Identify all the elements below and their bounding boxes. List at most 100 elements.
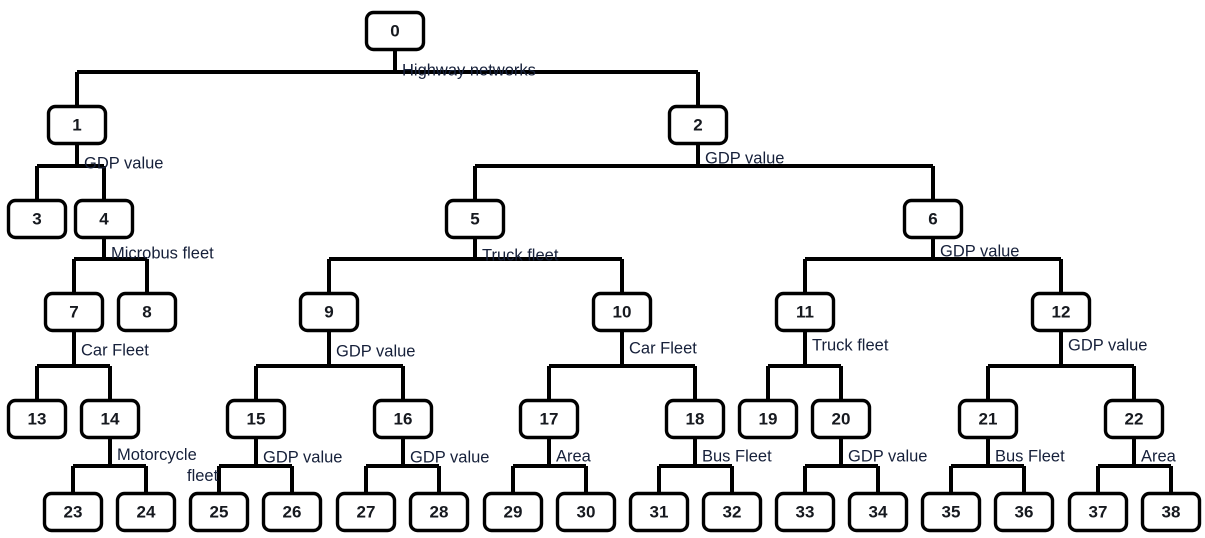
node-label-19: 19 xyxy=(759,409,778,428)
tree-node-32[interactable]: 32 xyxy=(701,491,763,533)
node-box xyxy=(46,104,108,146)
node-box xyxy=(298,291,360,333)
node-box xyxy=(73,198,135,240)
tree-node-4[interactable]: 4 xyxy=(73,198,135,240)
node-label-38: 38 xyxy=(1162,502,1181,521)
tree-node-29[interactable]: 29 xyxy=(482,491,544,533)
node-label-8: 8 xyxy=(142,302,151,321)
node-label-4: 4 xyxy=(99,209,109,228)
node-box xyxy=(372,398,434,440)
tree-node-19[interactable]: 19 xyxy=(737,398,799,440)
tree-node-2[interactable]: 2 xyxy=(667,104,729,146)
edge-group-11 xyxy=(766,330,843,401)
node-label-0: 0 xyxy=(390,21,399,40)
tree-node-14[interactable]: 14 xyxy=(79,398,141,440)
edge-group-5 xyxy=(327,237,624,294)
edge-group-12 xyxy=(986,330,1136,401)
node-label-33: 33 xyxy=(796,502,815,521)
tree-node-13[interactable]: 13 xyxy=(6,398,68,440)
node-label-30: 30 xyxy=(577,502,596,521)
node-label-29: 29 xyxy=(504,502,523,521)
node-box xyxy=(261,491,323,533)
tree-node-12[interactable]: 12 xyxy=(1030,291,1092,333)
tree-node-33[interactable]: 33 xyxy=(774,491,836,533)
edge-label-16: GDP value xyxy=(410,448,490,466)
tree-node-5[interactable]: 5 xyxy=(444,198,506,240)
node-label-21: 21 xyxy=(979,409,998,428)
tree-node-35[interactable]: 35 xyxy=(920,491,982,533)
node-label-32: 32 xyxy=(723,502,742,521)
node-box xyxy=(42,491,104,533)
edge-group-6 xyxy=(803,237,1063,294)
node-label-35: 35 xyxy=(942,502,961,521)
node-box xyxy=(902,198,964,240)
tree-node-23[interactable]: 23 xyxy=(42,491,104,533)
node-label-16: 16 xyxy=(394,409,413,428)
node-box xyxy=(6,198,68,240)
tree-node-0[interactable]: 0 xyxy=(364,10,426,52)
tree-node-3[interactable]: 3 xyxy=(6,198,68,240)
tree-node-27[interactable]: 27 xyxy=(335,491,397,533)
node-label-25: 25 xyxy=(210,502,229,521)
tree-node-17[interactable]: 17 xyxy=(518,398,580,440)
edges-layer xyxy=(35,49,1173,494)
node-box xyxy=(444,198,506,240)
tree-node-7[interactable]: 7 xyxy=(43,291,105,333)
edge-label-7: Car Fleet xyxy=(81,341,149,359)
tree-node-6[interactable]: 6 xyxy=(902,198,964,240)
node-box xyxy=(701,491,763,533)
edge-label-10: Car Fleet xyxy=(629,339,697,357)
tree-node-38[interactable]: 38 xyxy=(1140,491,1202,533)
edge-label-0: Highway networks xyxy=(402,61,536,79)
tree-node-8[interactable]: 8 xyxy=(116,291,178,333)
tree-node-25[interactable]: 25 xyxy=(188,491,250,533)
tree-node-1[interactable]: 1 xyxy=(46,104,108,146)
node-box xyxy=(408,491,470,533)
edge-label-15: GDP value xyxy=(263,448,343,466)
node-box xyxy=(737,398,799,440)
node-box xyxy=(810,398,872,440)
tree-node-16[interactable]: 16 xyxy=(372,398,434,440)
tree-node-28[interactable]: 28 xyxy=(408,491,470,533)
node-label-12: 12 xyxy=(1052,302,1071,321)
tree-node-18[interactable]: 18 xyxy=(664,398,726,440)
tree-node-9[interactable]: 9 xyxy=(298,291,360,333)
node-box xyxy=(667,104,729,146)
tree-node-15[interactable]: 15 xyxy=(225,398,287,440)
edge-label-1: GDP value xyxy=(84,154,164,172)
tree-node-11[interactable]: 11 xyxy=(774,291,836,333)
edge-label-9: GDP value xyxy=(336,342,416,360)
tree-node-37[interactable]: 37 xyxy=(1067,491,1129,533)
node-label-37: 37 xyxy=(1089,502,1108,521)
node-box xyxy=(993,491,1055,533)
tree-node-31[interactable]: 31 xyxy=(628,491,690,533)
node-box xyxy=(1067,491,1129,533)
tree-node-21[interactable]: 21 xyxy=(957,398,1019,440)
edge-group-9 xyxy=(254,330,405,401)
tree-node-26[interactable]: 26 xyxy=(261,491,323,533)
node-box xyxy=(774,291,836,333)
edge-group-16 xyxy=(364,437,441,494)
node-label-24: 24 xyxy=(137,502,156,521)
tree-node-20[interactable]: 20 xyxy=(810,398,872,440)
tree-node-22[interactable]: 22 xyxy=(1103,398,1165,440)
edge-group-22 xyxy=(1096,437,1173,494)
node-label-20: 20 xyxy=(832,409,851,428)
node-box xyxy=(628,491,690,533)
node-label-22: 22 xyxy=(1125,409,1144,428)
tree-node-24[interactable]: 24 xyxy=(115,491,177,533)
edge-group-21 xyxy=(949,437,1026,494)
tree-node-10[interactable]: 10 xyxy=(591,291,653,333)
node-label-34: 34 xyxy=(869,502,888,521)
edge-group-0 xyxy=(75,49,700,107)
node-box xyxy=(774,491,836,533)
node-box xyxy=(1140,491,1202,533)
node-label-27: 27 xyxy=(357,502,376,521)
tree-node-34[interactable]: 34 xyxy=(847,491,909,533)
tree-node-30[interactable]: 30 xyxy=(555,491,617,533)
edge-group-4 xyxy=(72,237,149,294)
tree-node-36[interactable]: 36 xyxy=(993,491,1055,533)
node-box xyxy=(43,291,105,333)
